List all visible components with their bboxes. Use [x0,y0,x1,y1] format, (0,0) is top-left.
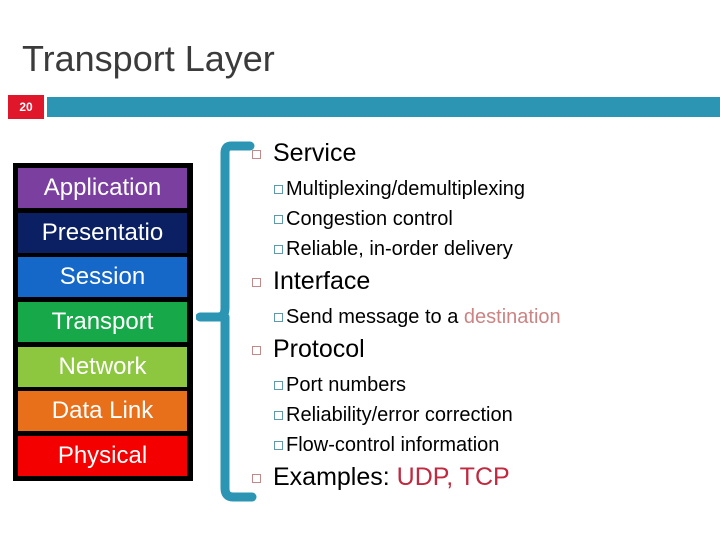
bullet-level2-port-numbers: Port numbers [274,371,714,401]
osi-layer-label: Application [43,174,162,201]
bullet-level2-flow-control-information: Flow-control information [274,431,714,461]
bullet-level1-examples: Examples: UDP, TCP [252,461,714,499]
osi-layer-label: Physical [57,441,148,469]
hollow-square-bullet-icon [274,215,283,224]
bullet-label: Interface [273,267,371,295]
bullet-label: Reliability/error correction [286,404,513,426]
hollow-square-bullet-icon [252,150,261,159]
hollow-square-bullet-icon [274,313,283,322]
bullet-level1-protocol: Protocol [252,333,714,371]
bullet-label: Multiplexing/demultiplexing [286,178,526,200]
hollow-square-bullet-icon [274,411,283,420]
curly-brace-bracket-icon [196,141,257,502]
hollow-square-bullet-icon [274,245,283,254]
bullet-level2-multiplexing: Multiplexing/demultiplexing [274,175,714,205]
bullet-label: Send message to a destination [286,303,561,331]
osi-layer-application: Application [18,168,187,208]
osi-layer-label: Data Link [51,397,154,425]
hollow-square-bullet-icon [252,346,261,355]
osi-layer-presentation: Presentatio [18,212,187,253]
bullet-label: Protocol [273,335,365,363]
osi-layer-label: Presentatio [41,218,164,246]
osi-layer-physical: Physical [18,435,187,476]
osi-layer-label: Transport [51,307,154,335]
bullet-label-prefix: Examples: [273,463,397,491]
page-title: Transport Layer [22,38,275,79]
bullet-label: Reliable, in-order delivery [286,238,513,260]
bullet-label: Examples: UDP, TCP [273,461,510,493]
hollow-square-bullet-icon [252,278,261,287]
bullet-label-highlight: destination [463,306,561,328]
bullet-level2-reliable-delivery: Reliable, in-order delivery [274,235,714,265]
bullet-label-prefix: Send message to a [286,306,464,328]
osi-layer-stack: Application Presentatio Session Transpor… [13,163,193,481]
bullet-level2-congestion-control: Congestion control [274,205,714,235]
bullet-label: Service [273,139,357,167]
bullet-label: Flow-control information [286,434,500,456]
bullet-label: Congestion control [286,208,453,230]
title-accent-bar [47,97,720,117]
bullet-level1-interface: Interface [252,265,714,303]
bullet-list: Service Multiplexing/demultiplexing Cong… [252,137,714,499]
bullet-label-highlight: UDP, TCP [396,463,510,491]
hollow-square-bullet-icon [252,474,261,483]
osi-layer-session: Session [18,257,187,298]
hollow-square-bullet-icon [274,441,283,450]
bullet-level2-reliability-error-correction: Reliability/error correction [274,401,714,431]
osi-layer-network: Network [18,346,187,387]
bullet-level2-send-message: Send message to a destination [274,303,714,333]
osi-layer-transport: Transport [18,301,187,342]
hollow-square-bullet-icon [274,381,283,390]
hollow-square-bullet-icon [274,185,283,194]
osi-layer-datalink: Data Link [18,391,187,432]
bullet-label: Port numbers [286,374,407,396]
osi-layer-label: Session [59,263,146,291]
slide-number-badge: 20 [8,95,44,119]
bullet-level1-service: Service [252,137,714,175]
osi-layer-label: Network [58,352,147,380]
